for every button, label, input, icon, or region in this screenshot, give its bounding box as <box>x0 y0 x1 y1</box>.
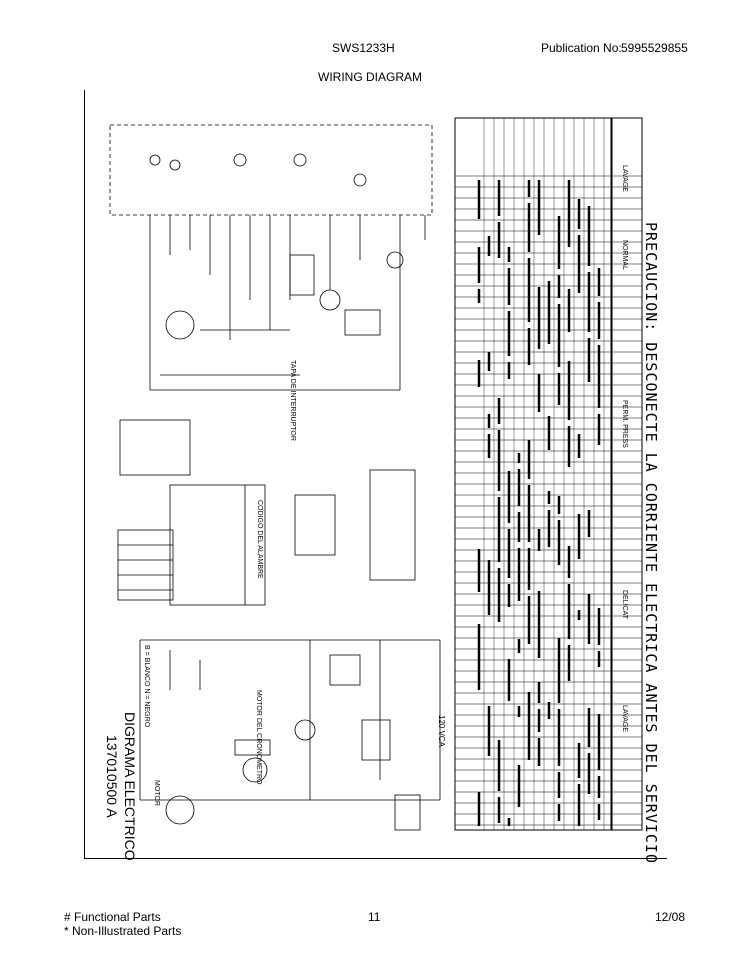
color-code-note: B = BLANCO N = NEGRO <box>143 645 150 728</box>
cycle-label: PERM. PRESS <box>621 400 628 448</box>
diagram-frame <box>84 90 667 859</box>
cycle-label: DELICAT <box>621 590 628 620</box>
publication-number: 5995529855 <box>621 41 688 55</box>
lower-schematic <box>139 639 441 831</box>
timer-chart <box>454 117 643 831</box>
model-number: SWS1233H <box>332 41 395 55</box>
non-illustrated-parts-note: * Non-Illustrated Parts <box>64 924 182 938</box>
functional-parts-note: # Functional Parts <box>64 910 161 924</box>
legend-title: CODIGO DEL ALAMBRE <box>256 500 263 579</box>
publication-label: Publication No: <box>541 41 622 55</box>
cycle-label: LAVAGE <box>621 165 628 192</box>
timer-chart-bars <box>477 180 601 826</box>
motor-label: MOTOR <box>153 780 160 806</box>
legend-table <box>117 419 416 606</box>
cycle-label: LAVAGE <box>621 705 628 732</box>
section-title: WIRING DIAGRAM <box>318 70 422 84</box>
warning-banner: PRECAUCION: DESCONECTE LA CORRIENTE ELEC… <box>642 222 660 864</box>
timer-chart-columns <box>483 118 605 830</box>
revision-date: 12/08 <box>655 910 686 924</box>
cycle-label: NORMAL <box>621 240 628 270</box>
page-number: 11 <box>368 910 381 924</box>
voltage-label: 120 VCA <box>437 715 446 748</box>
lid-switch-label: TAPA DE INTERRUPTOR <box>289 360 296 441</box>
diagram-title: DIGRAMA ELECTRICO <box>122 712 138 861</box>
drawing-number: 137010500 A <box>104 735 120 818</box>
timer-motor-label: MOTOR DEL CRONOMETRO <box>255 690 262 785</box>
upper-schematic <box>109 124 433 391</box>
timer-chart-rows <box>455 175 642 826</box>
